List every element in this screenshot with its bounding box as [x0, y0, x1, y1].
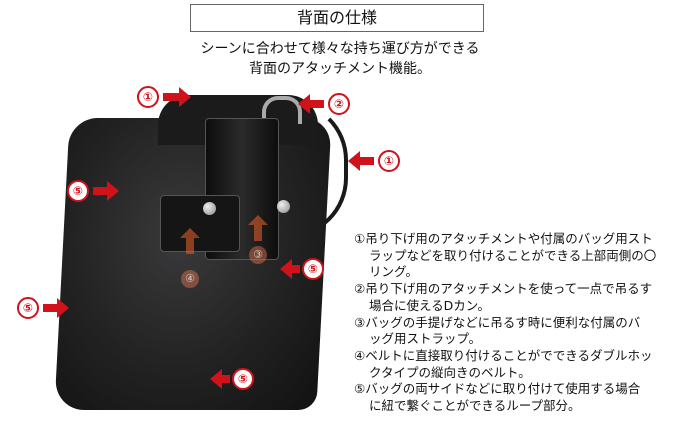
marker-5-upper-left: ⑤ — [67, 180, 119, 202]
desc-4-line-2: クタイプの縦向きのベルト。 — [369, 364, 531, 380]
arrow-up-4 — [180, 228, 200, 254]
marker-5-lower-left: ⑤ — [17, 297, 69, 319]
desc-2-line-1: ②吊り下げ用のアタッチメントを使って一点で吊るす — [354, 281, 653, 297]
ring-rivet — [277, 200, 290, 213]
snap-button — [203, 202, 216, 215]
marker-4: ④ — [181, 270, 199, 288]
subtitle-line-1: シーンに合わせて様々な持ち運び方ができる — [200, 41, 480, 57]
subtitle-line-2: 背面のアタッチメント機能。 — [249, 61, 431, 77]
desc-4-line-1: ④ベルトに直接取り付けることがでできるダブルホッ — [354, 347, 653, 363]
marker-1-left: ① — [137, 86, 191, 108]
feature-descriptions: ①吊り下げ用のアタッチメントや付属のバッグ用スト ラップなどを取り付けることがで… — [354, 231, 656, 415]
desc-1-line-2: ラップなどを取り付けることができる上部両側の〇 — [369, 247, 657, 263]
marker-5-right: ⑤ — [280, 258, 324, 280]
marker-1-right: ① — [348, 150, 400, 172]
section-title: 背面の仕様 — [190, 4, 484, 32]
desc-5-line-1: ⑤バッグの両サイドなどに取り付けて使用する場合 — [354, 381, 641, 397]
desc-5-line-2: に紐で繋ぐことができるループ部分。 — [369, 398, 581, 414]
desc-1-line-3: リング。 — [369, 264, 419, 280]
marker-2: ② — [298, 93, 350, 115]
snap-tab — [160, 195, 240, 252]
desc-3-line-2: ッグ用ストラップ。 — [369, 331, 482, 347]
desc-2-line-2: 場合に使えるDカン。 — [369, 297, 491, 313]
desc-1-line-1: ①吊り下げ用のアタッチメントや付属のバッグ用スト — [354, 231, 653, 246]
arrow-up-3 — [248, 215, 268, 241]
desc-3-line-1: ③バッグの手提げなどに吊るす時に便利な付属のバ — [354, 314, 641, 330]
marker-5-bottom: ⑤ — [210, 368, 254, 390]
marker-3: ③ — [249, 246, 267, 264]
